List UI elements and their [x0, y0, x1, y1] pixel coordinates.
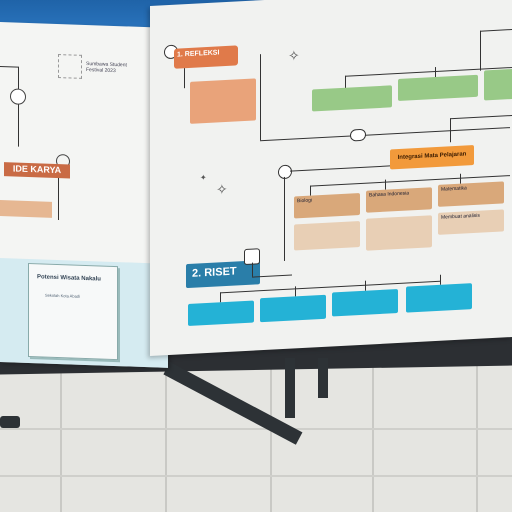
- floor-tile-line: [372, 355, 374, 512]
- sparkle-icon: ✧: [216, 180, 228, 198]
- riset-box: [332, 289, 398, 317]
- ide-box: [0, 200, 52, 218]
- subject-note: Membuat analisis: [438, 209, 504, 235]
- subject-box: Bahasa Indonesia: [366, 187, 432, 213]
- floor: [0, 355, 512, 512]
- book-cover: Potensi Wisata Nakalu Sekolah Kota Abadi: [28, 262, 118, 361]
- festival-text: Sumbawa Student Festival 2023: [86, 61, 127, 75]
- book-title: Potensi Wisata Nakalu: [37, 274, 101, 283]
- top-box: [312, 85, 392, 112]
- left-poster: Sumbawa Student Festival 2023 IDE KARYA …: [0, 22, 168, 368]
- floor-tile-line: [0, 428, 512, 430]
- subject-note: [366, 215, 432, 251]
- top-box: [484, 68, 512, 101]
- table-leg: [318, 358, 328, 398]
- bulb-icon: [10, 88, 26, 105]
- riset-box: [260, 294, 326, 323]
- integrasi-heading: Integrasi Mata Pelajaran: [390, 145, 474, 170]
- subject-box: Matematika: [438, 181, 504, 207]
- sparkle-icon: ✦: [200, 173, 207, 183]
- subject-box: Biologi: [294, 192, 360, 219]
- riset-box: [406, 283, 472, 313]
- floor-tile-line: [270, 355, 272, 512]
- top-box: [398, 74, 478, 102]
- floor-tile-line: [165, 355, 167, 512]
- riset-box: [188, 300, 254, 327]
- floor-tile-line: [60, 355, 62, 512]
- link-icon: [350, 128, 366, 142]
- festival-logo-icon: [58, 54, 82, 79]
- table-leg: [285, 358, 295, 418]
- right-poster: 1. REFLEKSI ✧ ✧ ✦ Integrasi Mata Pelajar…: [150, 0, 512, 357]
- floor-tile-line: [0, 475, 512, 477]
- book-subtitle: Sekolah Kota Abadi: [45, 292, 80, 299]
- subject-note: [294, 220, 360, 251]
- ide-karya-heading: IDE KARYA: [4, 162, 70, 179]
- refleksi-note: [190, 78, 256, 124]
- refleksi-heading: 1. REFLEKSI: [174, 45, 238, 69]
- floor-tile-line: [476, 355, 478, 512]
- bulb-icon: [278, 164, 292, 180]
- table-leg: [0, 416, 20, 428]
- sparkle-icon: ✧: [288, 47, 300, 64]
